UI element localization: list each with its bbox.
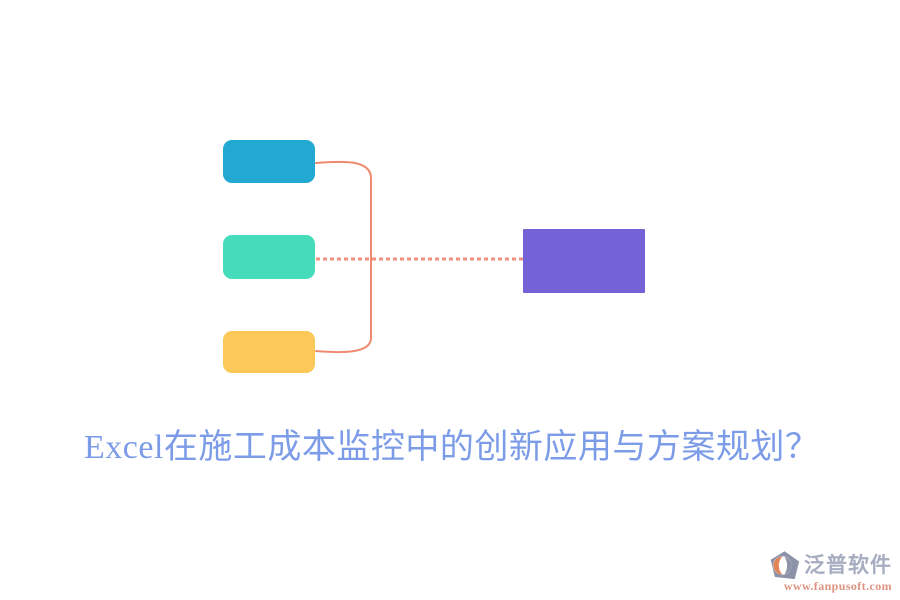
logo-gray-crescent <box>784 556 792 575</box>
logo-orange-crescent <box>773 556 783 575</box>
bracket-connector-line <box>315 160 372 354</box>
page-title: Excel在施工成本监控中的创新应用与方案规划？ <box>84 429 820 466</box>
fanpu-logo-icon <box>770 551 800 580</box>
node-middle <box>223 235 315 279</box>
node-bottom <box>223 331 315 373</box>
brand-url: www.fanpusoft.com <box>783 579 892 593</box>
watermark-row: 泛普软件 <box>770 550 892 581</box>
node-result <box>523 229 645 293</box>
brand-name: 泛普软件 <box>804 553 892 577</box>
node-top <box>223 140 315 183</box>
watermark: 泛普软件 www.fanpusoft.com <box>770 550 892 593</box>
